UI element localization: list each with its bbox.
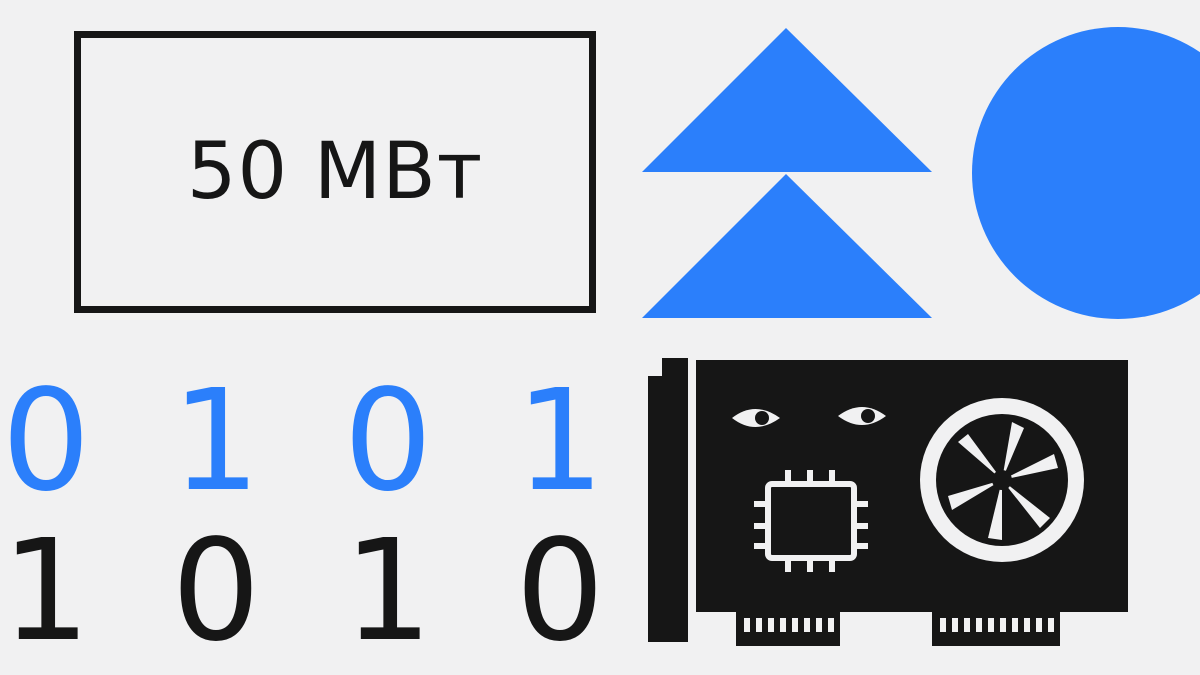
gpu-fan-icon [920, 398, 1084, 562]
shapes-group [642, 27, 1200, 319]
gpu-chip-icon [754, 470, 868, 572]
digit: 0 [1, 360, 91, 523]
digit: 1 [515, 360, 605, 523]
graphics-card-icon [648, 358, 1128, 646]
digit: 1 [1, 510, 91, 673]
circle-icon [972, 27, 1200, 319]
gpu-eyes-icon [732, 407, 886, 427]
triangle-top-icon [642, 28, 932, 172]
digit: 0 [171, 510, 261, 673]
digit: 0 [343, 360, 433, 523]
gpu-pins [744, 618, 1054, 632]
gpu-connector-left [736, 612, 840, 646]
power-label: 50 МВт [186, 127, 484, 217]
triangle-bottom-icon [642, 174, 932, 318]
digit: 1 [343, 510, 433, 673]
gpu-bracket [648, 376, 662, 642]
power-box: 50 МВт [74, 31, 596, 313]
binary-digits: 0 1 0 1 1 0 1 0 [1, 360, 605, 673]
gpu-bracket-tab [662, 358, 688, 642]
digit: 0 [515, 510, 605, 673]
digit: 1 [171, 360, 261, 523]
